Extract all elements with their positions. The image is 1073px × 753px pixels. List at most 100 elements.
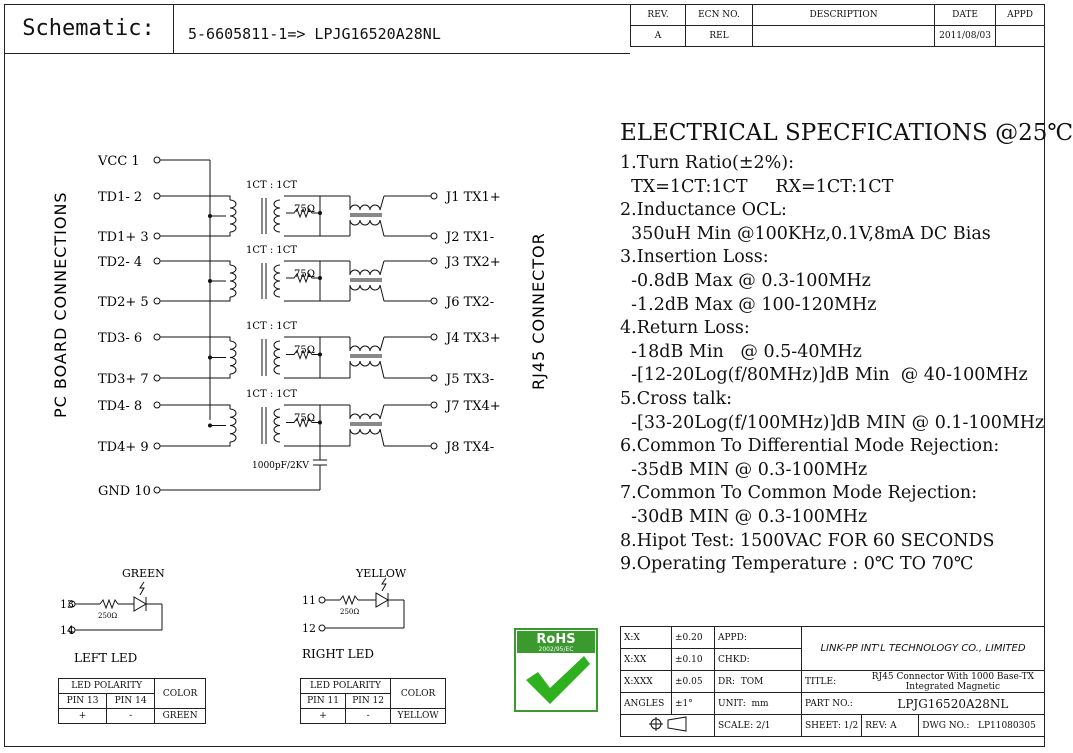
spec-line: 7.Common To Common Mode Rejection: <box>620 483 978 504</box>
spec-line: 1.Turn Ratio(±2%): <box>620 153 794 173</box>
ecn-col: ECN NO. <box>685 4 753 26</box>
spec-line: -1.2dB Max @ 100-120MHz <box>620 294 877 315</box>
left-pin-label: TD2+ 5 <box>98 295 149 310</box>
pin-12: 12 <box>302 622 316 635</box>
ratio-label: 1CT : 1CT <box>246 245 297 256</box>
pin-terminal <box>430 401 438 409</box>
tb-rev: REV: <box>865 720 888 731</box>
left-led-resistor: 250Ω <box>98 612 117 620</box>
spec-line: 6.Common To Differential Mode Rejection: <box>620 436 1000 457</box>
tb-rev-cell: REV: A <box>861 714 920 737</box>
spec-line: 5.Cross talk: <box>620 388 733 409</box>
right-pin-label: J7 TX4+ <box>444 399 501 414</box>
resistor-label: 75Ω <box>294 269 315 280</box>
pin-terminal <box>153 333 161 341</box>
date-col: DATE <box>934 4 996 26</box>
tb-sheet-cell: SHEET: 1/2 <box>800 714 863 737</box>
left-pin-label: TD1- 2 <box>98 190 142 205</box>
tb-dwg: DWG NO.: <box>922 720 970 731</box>
desc-col: DESCRIPTION <box>751 4 936 26</box>
tol-x-val: ±0.20 <box>671 626 715 649</box>
left-pin1: PIN 13 <box>57 693 108 709</box>
appd-val <box>995 25 1045 47</box>
pin-terminal <box>430 333 438 341</box>
company-name: LINK-PP INT'L TECHNOLOGY CO., LIMITED <box>801 626 1045 671</box>
rev-col: REV. <box>630 4 686 26</box>
left-pin-label: TD3+ 7 <box>98 372 149 387</box>
right-polarity-header: LED POLARITY <box>299 678 392 694</box>
pin-terminal <box>153 232 161 240</box>
green-label: GREEN <box>122 567 165 580</box>
ratio-label: 1CT : 1CT <box>246 180 297 191</box>
right-pin2: PIN 12 <box>345 693 392 709</box>
right-pin-label: J3 TX2+ <box>444 255 501 270</box>
rohs-logo: RoHS 2002/95/EC <box>514 628 598 712</box>
pin-14: 14 <box>60 624 74 637</box>
spec-line: TX=1CT:1CT RX=1CT:1CT <box>620 176 894 197</box>
tb-dr-val: TOM <box>740 676 764 687</box>
pin-terminal <box>430 442 438 450</box>
spec-line: -0.8dB Max @ 0.3-100MHz <box>620 270 871 291</box>
spec-line: 9.Operating Temperature : 0℃ TO 70℃ <box>620 554 974 575</box>
led-circuits: GREEN 13 14 250Ω YELLOW 11 12 250Ω LEFT … <box>60 567 407 665</box>
tb-title-val: RJ45 Connector With 1000 Base-TX Integra… <box>861 670 1045 693</box>
tb-sheet-val: 1/2 <box>843 720 859 731</box>
left-pin-label: GND 10 <box>98 484 151 499</box>
right-pin-label: J6 TX2- <box>444 295 494 310</box>
rohs-text: RoHS <box>536 632 575 647</box>
left-pin-label: VCC 1 <box>97 154 140 169</box>
spec-line: 8.Hipot Test: 1500VAC FOR 60 SECONDS <box>620 530 995 551</box>
right-sign1: + <box>299 708 347 724</box>
tb-part-label: PART NO.: <box>800 692 862 715</box>
pin-terminal <box>430 192 438 200</box>
part-mapping: 5-6605811-1=> LPJG16520A28NL <box>174 4 630 54</box>
left-led-caption: LEFT LED <box>74 651 137 665</box>
tb-title-label: TITLE: <box>800 670 862 693</box>
ratio-label: 1CT : 1CT <box>246 389 297 400</box>
rev-val: A <box>630 25 686 47</box>
right-sign2: - <box>345 708 392 724</box>
tb-dwg-val: LP11080305 <box>977 720 1036 731</box>
spec-line: 350uH Min @100KHz,0.1V,8mA DC Bias <box>620 223 991 244</box>
left-sign1: + <box>57 708 108 724</box>
left-polarity-header: LED POLARITY <box>57 678 156 694</box>
tb-unit: UNIT: <box>718 698 746 709</box>
tb-dr: DR: <box>718 676 736 687</box>
left-color-header: COLOR <box>154 678 206 709</box>
right-pin-label: J5 TX3- <box>444 372 494 387</box>
projection-symbol <box>620 714 715 737</box>
pin-11: 11 <box>302 594 316 607</box>
tb-scale-val: 2/1 <box>756 720 771 731</box>
schematic-diagram: PC BOARD CONNECTIONS RJ45 CONNECTOR VCC … <box>51 154 548 499</box>
left-pin-label: TD3- 6 <box>98 331 142 346</box>
specs-heading: ELECTRICAL SPECFICATIONS @25℃ <box>620 120 1073 146</box>
tol-xxx: X:XXX <box>620 670 672 693</box>
tb-part-val: LPJG16520A28NL <box>861 692 1045 715</box>
pin-terminal <box>153 156 161 164</box>
right-pin-label: J4 TX3+ <box>444 331 501 346</box>
right-pin-label: J1 TX1+ <box>444 190 501 205</box>
pin-terminal <box>430 257 438 265</box>
tb-scale-cell: SCALE: 2/1 <box>714 714 802 737</box>
left-pin-label: TD4- 8 <box>98 399 142 414</box>
left-color: GREEN <box>154 708 206 724</box>
pin-terminal <box>153 374 161 382</box>
right-pin-label: J8 TX4- <box>444 440 494 455</box>
resistor-label: 75Ω <box>294 345 315 356</box>
ecn-val: REL <box>685 25 753 47</box>
tol-xx-val: ±0.10 <box>671 648 715 671</box>
rj45-label: RJ45 CONNECTOR <box>529 232 548 390</box>
tol-x: X:X <box>620 626 672 649</box>
drawing-frame <box>4 4 1045 747</box>
pin-terminal <box>430 297 438 305</box>
tol-xxx-val: ±0.05 <box>671 670 715 693</box>
transformer-channel: 1CT : 1CT 75Ω <box>208 245 385 302</box>
check-icon <box>526 656 590 704</box>
right-led-caption: RIGHT LED <box>302 647 374 661</box>
tb-unit-cell: UNIT: mm <box>714 692 802 715</box>
spec-line: 2.Inductance OCL: <box>620 200 787 221</box>
pin-terminal <box>153 297 161 305</box>
right-led-resistor: 250Ω <box>340 608 359 616</box>
